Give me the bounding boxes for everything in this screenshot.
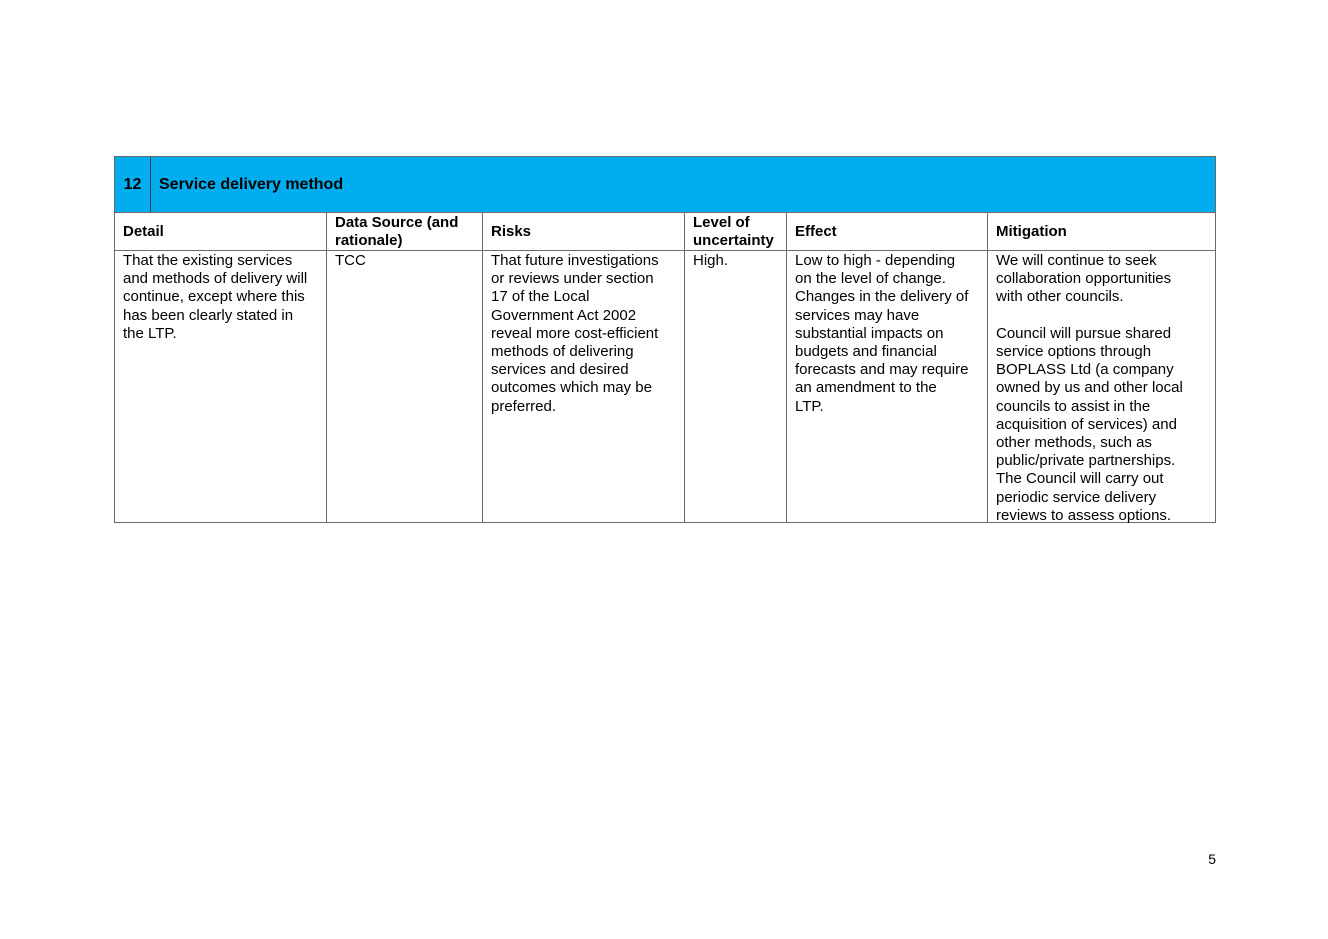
cell-effect: Low to high - depending on the level of … — [787, 251, 988, 522]
cell-risks: That future investigations or reviews un… — [483, 251, 685, 522]
table-header-row: Detail Data Source (and rationale) Risks… — [115, 213, 1215, 251]
cell-risks-line: preferred. — [491, 397, 557, 415]
page-number: 5 — [1208, 851, 1216, 867]
cell-detail-line: continue, except where this — [123, 288, 305, 306]
section-header: 12 Service delivery method — [115, 157, 1215, 213]
assumptions-table: 12 Service delivery method Detail Data S… — [114, 156, 1216, 524]
cell-uncertainty: High. — [685, 251, 787, 522]
cell-risks-line: Government Act 2002 — [491, 306, 637, 324]
paragraph-gap — [996, 307, 1207, 325]
cell-effect-line: substantial impacts on — [795, 324, 944, 342]
cell-data-source: TCC — [327, 251, 483, 522]
column-header-detail: Detail — [115, 213, 327, 250]
cell-uncertainty-line: High. — [693, 252, 729, 269]
cell-risks-line: outcomes which may be — [491, 379, 652, 397]
column-header-effect: Effect — [787, 213, 988, 250]
cell-effect-line: services may have — [795, 306, 920, 324]
cell-risks-line: or reviews under section — [491, 270, 654, 288]
column-header-uncertainty-line: Level of — [693, 214, 750, 231]
column-header-data-source-line: Data Source (and — [335, 214, 459, 231]
cell-effect-line: LTP. — [795, 397, 824, 415]
cell-effect-line: Changes in the delivery of — [795, 288, 969, 306]
cell-effect-line: on the level of change. — [795, 270, 946, 288]
cell-mitigation-line: We will continue to seek — [996, 252, 1157, 269]
cell-mitigation-line: owned by us and other local — [996, 379, 1183, 397]
cell-risks-line: methods of delivering — [491, 343, 634, 361]
cell-mitigation-line: Council will pursue shared — [996, 324, 1172, 342]
cell-effect-line: forecasts and may require — [795, 361, 969, 379]
cell-detail-line: has been clearly stated in — [123, 306, 294, 324]
column-header-uncertainty-line: uncertainty — [693, 231, 774, 249]
cell-mitigation-line: collaboration opportunities — [996, 270, 1172, 288]
column-header-risks-label: Risks — [491, 222, 532, 240]
cell-detail-line: That the existing services — [123, 252, 293, 269]
cell-detail: That the existing services and methods o… — [115, 251, 327, 522]
cell-mitigation-line: public/private partnerships. — [996, 452, 1176, 470]
cell-data-source-line: TCC — [335, 252, 366, 269]
column-header-data-source: Data Source (and rationale) — [327, 213, 483, 250]
cell-mitigation-line: councils to assist in the — [996, 397, 1151, 415]
cell-mitigation-line: periodic service delivery — [996, 488, 1157, 506]
cell-risks-line: That future investigations — [491, 252, 659, 269]
section-title: Service delivery method — [159, 175, 344, 193]
section-number: 12 — [115, 157, 151, 212]
cell-mitigation-line: The Council will carry out — [996, 470, 1164, 488]
column-header-mitigation-label: Mitigation — [996, 222, 1067, 240]
cell-effect-line: an amendment to the — [795, 379, 937, 397]
cell-risks-line: 17 of the Local — [491, 288, 590, 306]
cell-mitigation-line: other methods, such as — [996, 434, 1152, 452]
cell-mitigation-line: reviews to assess options. — [996, 506, 1172, 524]
column-header-risks: Risks — [483, 213, 685, 250]
cell-risks-line: reveal more cost-efficient — [491, 324, 659, 342]
cell-mitigation-line: service options through — [996, 343, 1152, 360]
cell-mitigation: We will continue to seek collaboration o… — [988, 251, 1215, 524]
cell-detail-line: and methods of delivery will — [123, 270, 308, 288]
table-row: That the existing services and methods o… — [115, 251, 1215, 524]
column-header-uncertainty: Level of uncertainty — [685, 213, 787, 250]
cell-mitigation-line: BOPLASS Ltd (a company — [996, 361, 1174, 379]
cell-risks-line: services and desired — [491, 361, 629, 379]
column-header-detail-label: Detail — [123, 222, 164, 240]
cell-effect-line: budgets and financial — [795, 343, 937, 361]
column-header-mitigation: Mitigation — [988, 213, 1215, 250]
cell-mitigation-line: acquisition of services) and — [996, 415, 1177, 433]
cell-mitigation-line: with other councils. — [996, 288, 1124, 306]
cell-effect-line: Low to high - depending — [795, 252, 956, 269]
cell-detail-line: the LTP. — [123, 324, 177, 342]
column-header-effect-label: Effect — [795, 222, 837, 240]
column-header-data-source-line: rationale) — [335, 231, 403, 249]
